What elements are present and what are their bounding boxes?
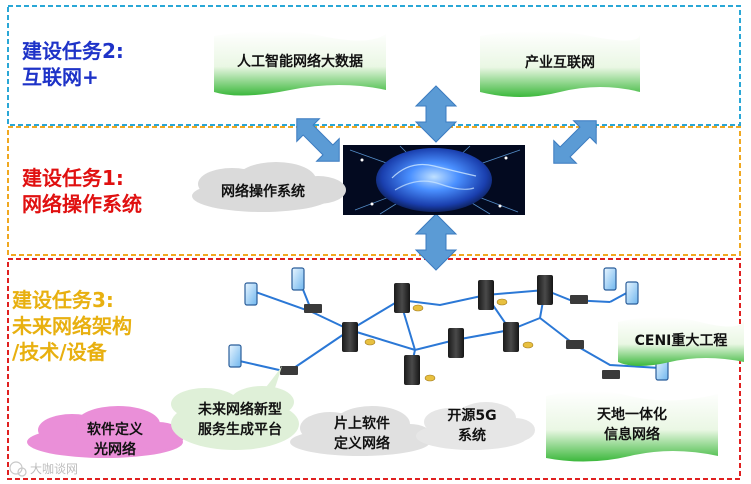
network-links — [234, 281, 661, 374]
flag-space-ground-line1: 天地一体化 — [597, 407, 667, 423]
flag-space-ground-shape — [546, 391, 718, 462]
task2-line2: 互联网+ — [22, 65, 99, 89]
cloud-optical-shape — [27, 406, 184, 458]
flag-ai-bigdata-shape — [214, 31, 386, 96]
task3-label: 建设任务3: 未来网络架构 /技术/设备 — [12, 287, 132, 365]
cloud-onchip-line2: 定义网络 — [334, 436, 390, 452]
task3-line2: 未来网络架构 — [12, 314, 132, 338]
task1-label: 建设任务1: 网络操作系统 — [22, 165, 142, 217]
cloud-onchip-line1: 片上软件 — [334, 416, 390, 432]
flag-industrial-internet-text: 产业互联网 — [525, 55, 595, 71]
cloud-open5g-line1: 开源5G — [447, 408, 497, 424]
watermark-logo-icon — [9, 461, 27, 477]
cloud-netos-shape — [192, 162, 346, 212]
server-icons — [342, 275, 553, 385]
task1-section — [7, 126, 741, 256]
cloud-netos-text: 网络操作系统 — [221, 184, 305, 200]
cloud-optical: 软件定义 光网络 — [50, 418, 180, 462]
task3-section — [7, 258, 741, 480]
arrow-diagonal-right — [553, 120, 597, 164]
flag-ceni-shape — [618, 317, 744, 366]
watermark-text: 大咖谈网 — [30, 462, 79, 476]
cloud-onchip-shape — [290, 406, 432, 456]
task3-line3: /技术/设备 — [12, 340, 107, 364]
flag-ceni-text: CENI重大工程 — [634, 333, 728, 349]
task2-section — [7, 5, 741, 126]
cloud-netos: 网络操作系统 — [196, 176, 330, 208]
cloud-optical-line2: 光网络 — [94, 442, 136, 458]
cloud-open5g-shape — [416, 402, 535, 450]
flag-ai-bigdata: 人工智能网络大数据 — [214, 40, 386, 84]
server-disks — [364, 298, 534, 382]
arrow-vertical-bottom — [414, 213, 458, 271]
cloud-service-line1: 未来网络新型 — [198, 402, 282, 418]
cloud-service-line2: 服务生成平台 — [198, 422, 282, 438]
cloud-onchip: 片上软件 定义网络 — [314, 412, 410, 456]
switch-icons — [280, 295, 620, 379]
brain-image — [343, 145, 525, 215]
arrow-diagonal-left — [296, 118, 340, 162]
task1-line2: 网络操作系统 — [22, 192, 142, 216]
terminal-icons — [228, 267, 669, 381]
cloud-open5g: 开源5G 系统 — [432, 404, 512, 448]
cloud-optical-line1: 软件定义 — [87, 422, 143, 438]
task2-label: 建设任务2: 互联网+ — [22, 38, 124, 90]
cloud-service: 未来网络新型 服务生成平台 — [176, 398, 304, 442]
flag-ceni: CENI重大工程 — [618, 324, 744, 358]
flag-space-ground-line2: 信息网络 — [604, 427, 660, 443]
arrow-vertical-top — [414, 85, 458, 143]
task2-line1: 建设任务2: — [22, 39, 124, 63]
task3-line1: 建设任务3: — [12, 288, 114, 312]
flag-space-ground: 天地一体化 信息网络 — [546, 400, 718, 450]
task1-line1: 建设任务1: — [22, 166, 124, 190]
cloud-service-shape — [171, 366, 299, 450]
flag-industrial-shape — [480, 31, 640, 97]
cloud-open5g-line2: 系统 — [458, 428, 486, 444]
flag-ai-bigdata-text: 人工智能网络大数据 — [237, 54, 363, 70]
flag-industrial-internet: 产业互联网 — [480, 40, 640, 86]
watermark: 大咖谈网 — [8, 460, 78, 477]
